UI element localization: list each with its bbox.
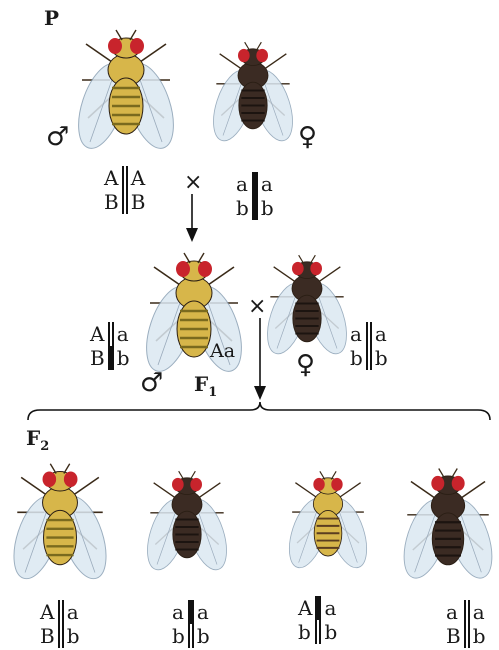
f1-extra-label: Aa: [210, 340, 235, 362]
